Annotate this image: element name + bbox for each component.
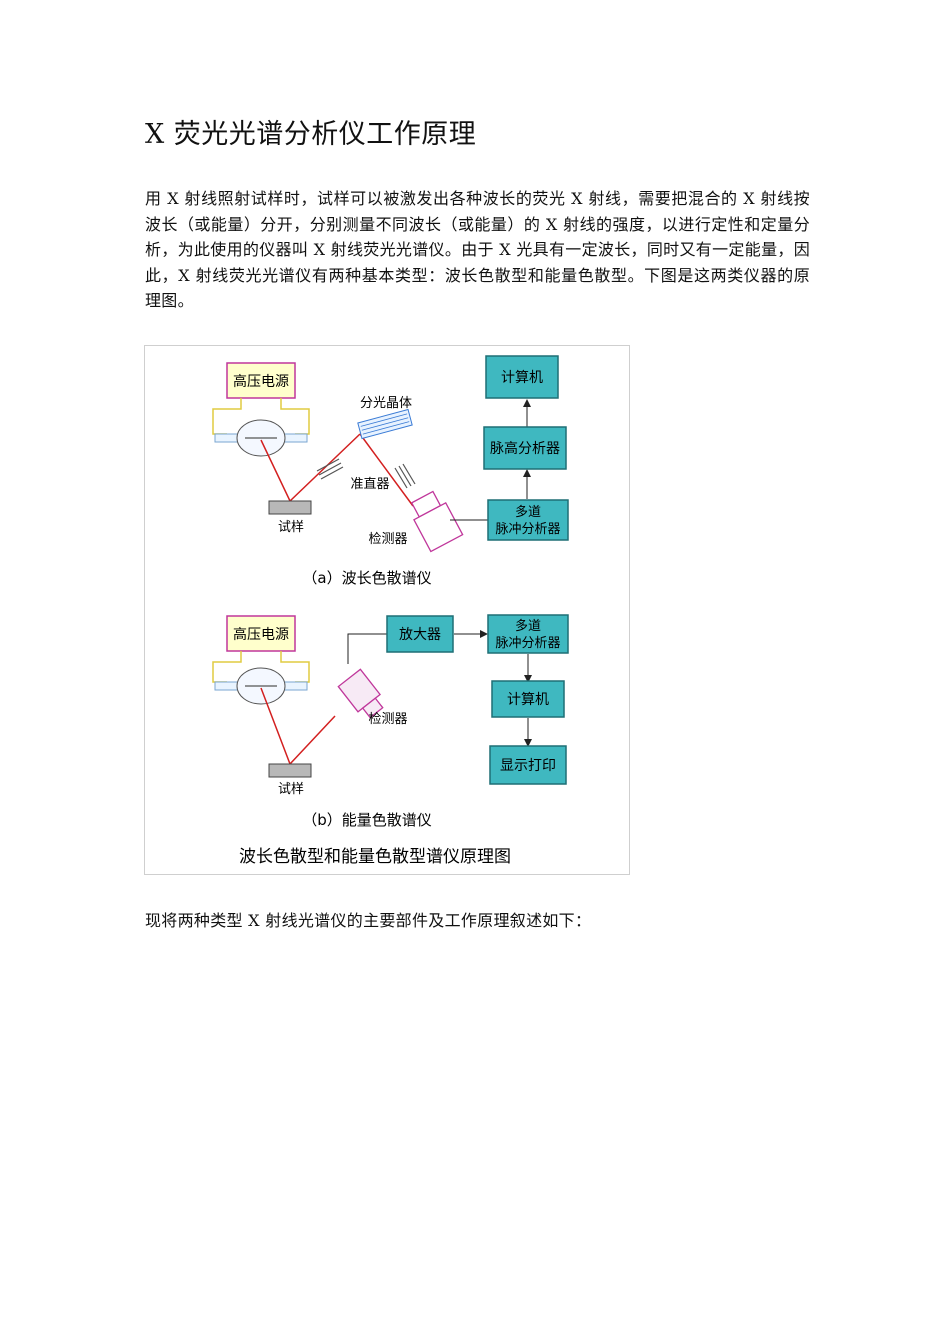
detector-b: 检测器	[337, 668, 408, 727]
amplifier-box-b: 放大器	[386, 615, 454, 653]
mca-label2-a: 脉冲分析器	[495, 522, 560, 537]
collimator-a: 准直器	[316, 458, 416, 492]
mca-label1-a: 多道	[515, 504, 541, 520]
mca-label1-b: 多道	[515, 618, 541, 634]
computer-label-b: 计算机	[507, 692, 549, 708]
caption-a: （a）波长色散谱仪	[302, 569, 431, 587]
outro-paragraph: 现将两种类型 X 射线光谱仪的主要部件及工作原理叙述如下：	[145, 911, 592, 930]
sample-b: 试样	[268, 763, 312, 797]
hv-power-supply-a: 高压电源	[226, 362, 296, 399]
detector-label-a: 检测器	[368, 532, 407, 547]
caption-b: （b）能量色散谱仪	[302, 811, 432, 829]
connectors-a	[450, 399, 531, 521]
display-label-b: 显示打印	[500, 757, 556, 774]
amplifier-label-b: 放大器	[399, 627, 441, 643]
hv-label-b: 高压电源	[233, 626, 289, 643]
display-box-b: 显示打印	[489, 745, 567, 785]
xray-tube-b	[212, 651, 310, 705]
intro-paragraph: 用 X 射线照射试样时，试样可以被激发出各种波长的荧光 X 射线，需要把混合的 …	[145, 189, 810, 310]
figure-caption: 波长色散型和能量色散型谱仪原理图	[239, 847, 511, 867]
page-title: X 荧光光谱分析仪工作原理	[145, 119, 477, 150]
pha-box-a: 脉高分析器	[483, 426, 567, 470]
detector-a: 检测器	[368, 490, 464, 553]
xray-tube-a	[212, 398, 310, 457]
collimator-label-a: 准直器	[350, 477, 389, 492]
mca-box-b: 多道 脉冲分析器	[487, 614, 569, 654]
principle-figure: 高压电源 试样 分光晶体	[144, 345, 630, 875]
pha-label-a: 脉高分析器	[490, 440, 560, 457]
hv-power-supply-b: 高压电源	[226, 615, 296, 652]
computer-label-a: 计算机	[501, 370, 543, 386]
detector-label-b: 检测器	[368, 712, 407, 727]
sample-a: 试样	[268, 500, 312, 535]
mca-box-a: 多道 脉冲分析器	[487, 499, 569, 541]
crystal-a: 分光晶体	[357, 396, 413, 440]
connectors-b	[347, 630, 532, 747]
principle-diagram: 高压电源 试样 分光晶体	[212, 355, 569, 867]
computer-box-a: 计算机	[485, 355, 559, 399]
hv-label-a: 高压电源	[233, 373, 289, 390]
sample-label-b: 试样	[278, 782, 304, 797]
mca-label2-b: 脉冲分析器	[495, 636, 560, 651]
crystal-label-a: 分光晶体	[360, 396, 412, 411]
computer-box-b: 计算机	[491, 680, 565, 718]
sample-label-a: 试样	[278, 520, 304, 535]
